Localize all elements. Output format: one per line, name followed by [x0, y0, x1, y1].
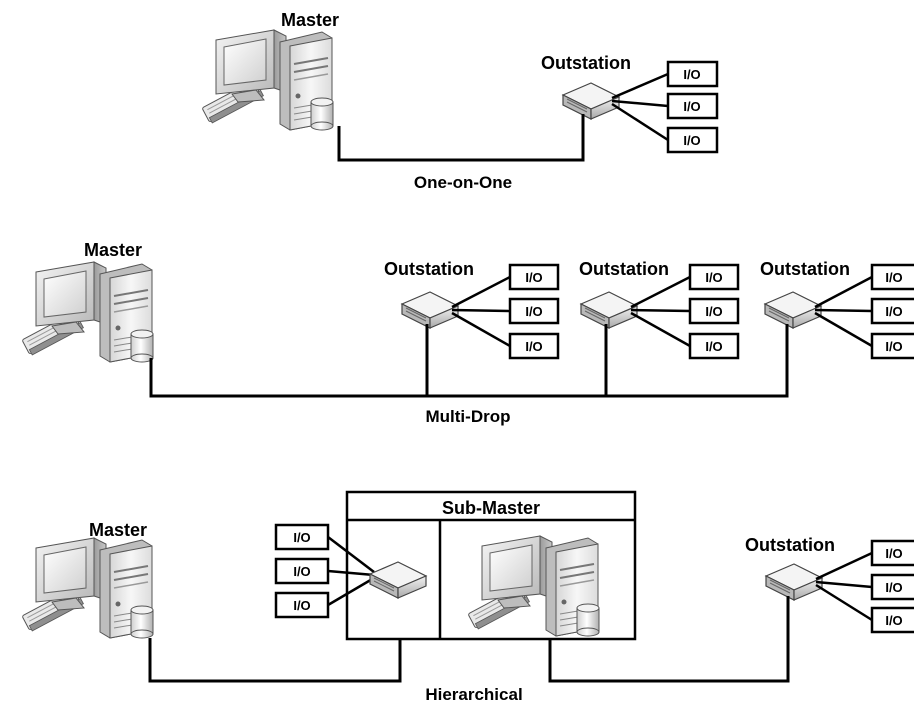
sub-master-label: Sub-Master [442, 498, 540, 518]
svg-text:I/O: I/O [705, 270, 722, 285]
sub-master-box: Sub-Master [345, 490, 637, 641]
outstation-label: Outstation [745, 535, 835, 555]
master-workstation-icon [21, 261, 154, 363]
outstation-label: Outstation [541, 53, 631, 73]
io-box: I/O [666, 60, 719, 88]
svg-text:I/O: I/O [293, 564, 310, 579]
io-box: I/O [870, 573, 914, 601]
hierarchical-section: Master Sub-Master I/O I/O I/O Outstation… [21, 490, 914, 704]
topology-label-one-on-one: One-on-One [414, 173, 512, 192]
sub-master-workstation-icon [467, 535, 600, 637]
outstation-device-icon [765, 563, 823, 601]
svg-text:I/O: I/O [885, 270, 902, 285]
svg-text:I/O: I/O [683, 67, 700, 82]
io-box: I/O [870, 606, 914, 634]
svg-text:I/O: I/O [885, 613, 902, 628]
outstation-device-icon [401, 291, 459, 329]
sub-master-to-outstation-line [548, 596, 790, 683]
io-box: I/O [870, 263, 914, 291]
topology-label-multi-drop: Multi-Drop [426, 407, 511, 426]
io-box: I/O [870, 539, 914, 567]
connection-line [337, 114, 585, 162]
svg-text:I/O: I/O [705, 339, 722, 354]
svg-text:I/O: I/O [885, 304, 902, 319]
io-box: I/O [666, 126, 719, 154]
io-box: I/O [274, 557, 330, 585]
outstation-device-icon [764, 291, 822, 329]
svg-text:I/O: I/O [293, 598, 310, 613]
io-box: I/O [508, 263, 560, 291]
master-workstation-icon [21, 537, 154, 639]
outstation-label: Outstation [579, 259, 669, 279]
master-workstation-icon [201, 29, 334, 131]
io-box: I/O [870, 332, 914, 360]
io-box: I/O [508, 332, 560, 360]
io-box: I/O [688, 332, 740, 360]
io-box: I/O [688, 263, 740, 291]
outstation-label: Outstation [384, 259, 474, 279]
svg-text:I/O: I/O [525, 270, 542, 285]
svg-text:I/O: I/O [525, 339, 542, 354]
outstation-device-icon [580, 291, 638, 329]
svg-text:I/O: I/O [683, 99, 700, 114]
svg-text:I/O: I/O [885, 339, 902, 354]
svg-text:I/O: I/O [683, 133, 700, 148]
master-to-sub-master-line [148, 638, 402, 683]
master-label: Master [89, 520, 147, 540]
io-box: I/O [508, 297, 560, 325]
bus-line [149, 324, 789, 398]
io-box: I/O [274, 591, 330, 619]
svg-text:I/O: I/O [885, 546, 902, 561]
svg-text:I/O: I/O [293, 530, 310, 545]
io-box: I/O [870, 297, 914, 325]
io-box: I/O [688, 297, 740, 325]
svg-text:I/O: I/O [885, 580, 902, 595]
sub-master-outstation-device-icon [369, 561, 427, 599]
master-label: Master [84, 240, 142, 260]
io-box: I/O [666, 92, 719, 120]
master-label: Master [281, 10, 339, 30]
multi-drop-section: Master Outstation I/O I/O I/O Outstation… [21, 240, 914, 426]
svg-text:I/O: I/O [705, 304, 722, 319]
outstation-device-icon [562, 82, 620, 120]
svg-text:I/O: I/O [525, 304, 542, 319]
one-on-one-section: Master Outstation I/O I/O I/O One-on-One [201, 10, 719, 192]
topology-label-hierarchical: Hierarchical [425, 685, 522, 704]
io-box: I/O [274, 523, 330, 551]
outstation-label: Outstation [760, 259, 850, 279]
